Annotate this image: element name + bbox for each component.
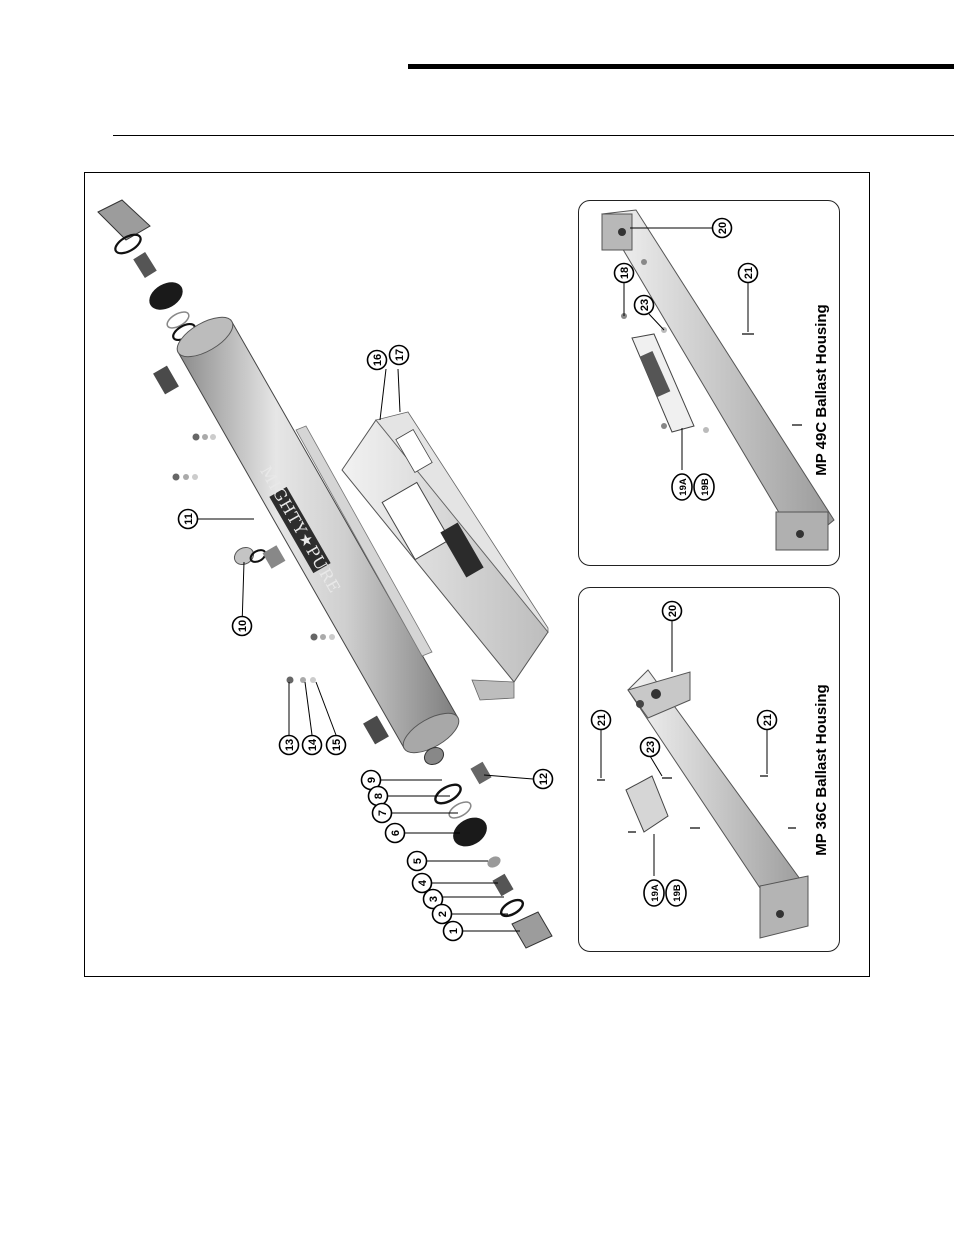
callout-1: 1 (444, 922, 463, 941)
svg-text:12: 12 (538, 773, 550, 785)
svg-text:20: 20 (667, 605, 679, 617)
callout-12: 12 (534, 770, 553, 789)
callout-4: 4 (413, 874, 432, 893)
svg-text:8: 8 (373, 793, 385, 799)
svg-text:14: 14 (307, 738, 319, 751)
callout-11: 11 (179, 510, 198, 529)
callout-mp49c-19b: 19B (694, 474, 714, 500)
callout-mp49c-21: 21 (739, 264, 758, 283)
callout-mp36c-19a: 19A (644, 880, 664, 906)
svg-text:23: 23 (645, 741, 657, 753)
callout-mp49c-23: 23 (635, 296, 654, 315)
callout-6: 6 (386, 824, 405, 843)
callout-16: 16 (368, 351, 387, 370)
mp36c-title: MP 36C Ballast Housing (813, 684, 830, 855)
callout-17: 17 (390, 346, 409, 365)
mp49c-housing (602, 210, 834, 550)
callout-15: 15 (327, 736, 346, 755)
side-port-cap (231, 544, 285, 569)
mp49c-title: MP 49C Ballast Housing (813, 304, 830, 475)
svg-text:21: 21 (596, 714, 608, 726)
svg-text:19B: 19B (672, 884, 683, 902)
callout-mp36c-20: 20 (663, 602, 682, 621)
svg-text:19A: 19A (678, 478, 689, 496)
callout-2: 2 (433, 905, 452, 924)
callout-7: 7 (373, 804, 392, 823)
callout-5: 5 (408, 852, 427, 871)
svg-text:4: 4 (417, 879, 429, 886)
svg-text:11: 11 (183, 513, 195, 525)
callout-mp49c-19a: 19A (672, 474, 692, 500)
svg-text:1: 1 (448, 928, 460, 934)
callout-8: 8 (369, 787, 388, 806)
callout-14: 14 (303, 736, 322, 755)
svg-text:21: 21 (762, 714, 774, 726)
svg-text:2: 2 (437, 911, 449, 917)
callout-mp36c-23: 23 (641, 738, 660, 757)
svg-text:21: 21 (743, 267, 755, 279)
svg-text:13: 13 (284, 739, 296, 751)
end-cap-top (98, 200, 197, 343)
svg-text:6: 6 (390, 830, 402, 836)
callout-13: 13 (280, 736, 299, 755)
svg-text:3: 3 (428, 896, 440, 902)
callout-mp36c-21a: 21 (592, 711, 611, 730)
callout-mp36c-19b: 19B (666, 880, 686, 906)
callout-10: 10 (233, 617, 252, 636)
svg-text:5: 5 (412, 858, 424, 864)
svg-text:23: 23 (639, 299, 651, 311)
svg-text:7: 7 (377, 810, 389, 816)
svg-text:15: 15 (331, 739, 343, 751)
svg-text:20: 20 (717, 222, 729, 234)
svg-text:18: 18 (619, 267, 631, 279)
svg-text:19A: 19A (650, 884, 661, 902)
svg-text:9: 9 (366, 777, 378, 783)
svg-text:10: 10 (237, 620, 249, 632)
svg-text:19B: 19B (700, 478, 711, 496)
mp36c-housing (597, 670, 808, 938)
callout-mp36c-21b: 21 (758, 711, 777, 730)
svg-text:17: 17 (394, 349, 406, 361)
callout-mp49c-20: 20 (713, 219, 732, 238)
callout-mp49c-18: 18 (615, 264, 634, 283)
svg-text:16: 16 (372, 354, 384, 366)
